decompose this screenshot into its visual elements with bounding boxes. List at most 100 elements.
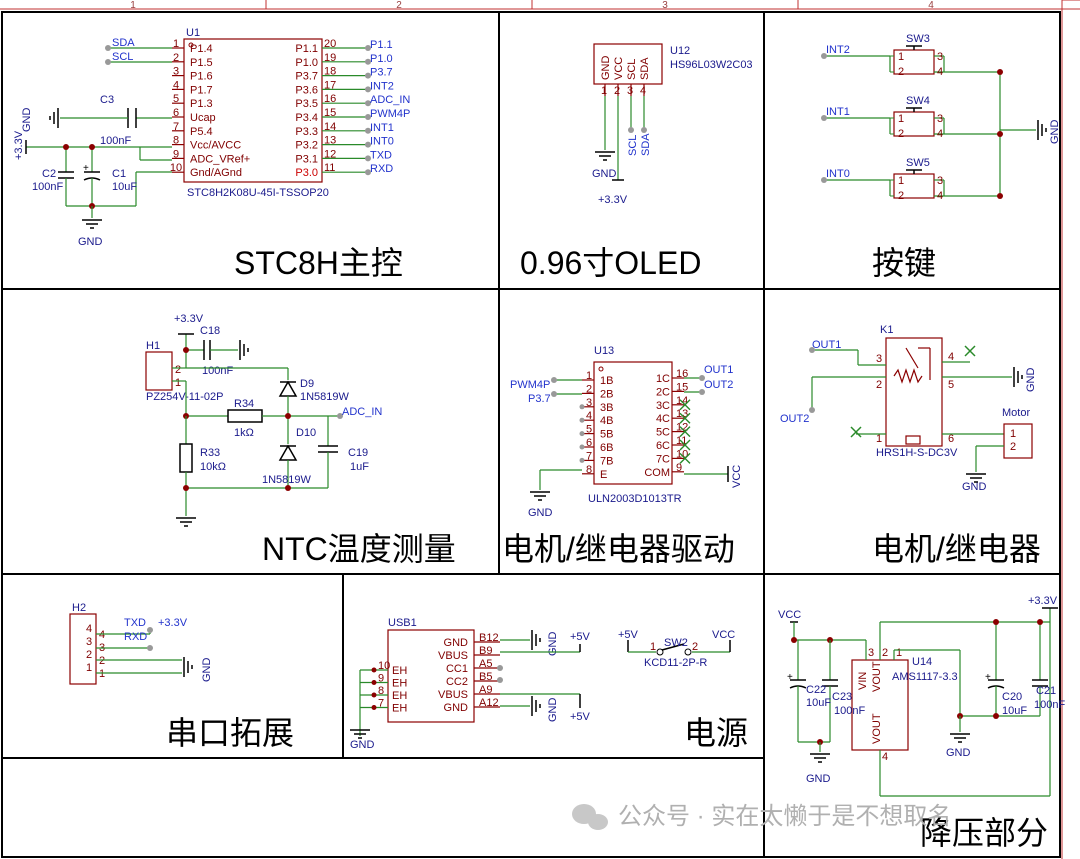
- usb-pin-name: EH: [392, 690, 407, 702]
- c21-value: 100nF: [1034, 699, 1065, 711]
- key-ref: SW5: [906, 157, 930, 169]
- d10-ref: D10: [296, 427, 316, 439]
- uart-pin-2: 2: [86, 649, 92, 661]
- relay-pin-3: 3: [876, 353, 882, 365]
- mcu-pin-name: P1.6: [190, 71, 213, 83]
- relay-part: HRS1H-S-DC3V: [876, 447, 958, 459]
- mcu-net-label: RXD: [370, 163, 393, 175]
- uart-block: H2 4 3 2 1 4 3 2 1 TXD +3.3V RXD GND 串口拓…: [69, 602, 294, 751]
- oled-part: HS96L03W2C03: [670, 59, 753, 71]
- c19-ref: C19: [348, 447, 368, 459]
- c18-value: 100nF: [202, 365, 233, 377]
- mcu-pin-name: Ucap: [190, 112, 216, 124]
- driver-pin-num: 9: [676, 462, 682, 474]
- driver-gnd-label: GND: [528, 507, 553, 519]
- mcu-pin-num: 11: [324, 162, 335, 174]
- mcu-net-label: SCL: [112, 51, 133, 63]
- relay-ref: K1: [880, 324, 893, 336]
- usb-pin-num: A12: [479, 697, 499, 709]
- driver-pin-name: COM: [644, 467, 670, 479]
- oled-block-title: 0.96寸OLED: [520, 245, 701, 281]
- usb-pin-num: B12: [479, 632, 499, 644]
- usb-pin-name: CC1: [446, 663, 468, 675]
- driver-pin-name: 4B: [600, 415, 613, 427]
- ldo-supply-label: +3.3V: [1028, 595, 1058, 607]
- driver-pin-num: 5: [586, 424, 592, 436]
- driver-pin-num: 7: [586, 450, 592, 462]
- mcu-c3-gnd-label: GND: [21, 108, 33, 133]
- mcu-pin-name: P3.5: [295, 98, 318, 110]
- mcu-pin-name: Vcc/AVCC: [190, 140, 241, 152]
- driver-pin-num: 2: [586, 383, 592, 395]
- mcu-pin-name: Gnd/AGnd: [190, 167, 242, 179]
- oled-pin-num: 3: [627, 85, 633, 97]
- uart-pin-1: 1: [86, 662, 92, 674]
- uart-block-title: 串口拓展: [166, 715, 294, 751]
- usb-pin-name: GND: [444, 637, 469, 649]
- sw2-vcc-label: VCC: [712, 629, 735, 641]
- usb-pin-name: GND: [444, 702, 469, 714]
- usb-ref: USB1: [388, 617, 417, 629]
- relay-net-out1: OUT1: [812, 339, 841, 351]
- mcu-pin-num: 1: [173, 38, 179, 50]
- mcu-pin-name: P3.0: [295, 167, 318, 179]
- mcu-pin-num: 18: [324, 66, 336, 78]
- usb-pin-name: VBUS: [438, 650, 468, 662]
- uart-pin-4: 4: [86, 623, 92, 635]
- relay-block-title: 电机/继电器: [872, 531, 1041, 567]
- svg-text:4: 4: [99, 629, 105, 641]
- mcu-gnd-label: GND: [78, 236, 103, 248]
- usb-pin-name: VBUS: [438, 689, 468, 701]
- driver-pin-name: 4C: [656, 413, 670, 425]
- mcu-pin-num: 5: [173, 93, 179, 105]
- mcu-pin-num: 10: [170, 162, 182, 174]
- ruler-label-4: 4: [928, 0, 934, 11]
- c1-value: 10uF: [112, 181, 137, 193]
- relay-pin-1: 1: [876, 433, 882, 445]
- svg-text:+: +: [787, 672, 793, 683]
- mcu-supply-label: +3.3V: [13, 130, 25, 160]
- wechat-icon: [572, 804, 608, 830]
- relay-gnd-label-2: GND: [962, 481, 987, 493]
- motor-pin-2: 2: [1010, 441, 1016, 453]
- mcu-pin-name: P3.3: [295, 126, 318, 138]
- mcu-net-label: INT2: [370, 80, 394, 92]
- mcu-pin-num: 17: [324, 79, 336, 91]
- usb-pin-num: 10: [378, 660, 390, 672]
- driver-net-pwm: PWM4P: [510, 379, 550, 391]
- usb-pin-name: EH: [392, 665, 407, 677]
- svg-text:1: 1: [99, 668, 105, 680]
- oled-pin-num: 1: [601, 85, 607, 97]
- mcu-net-label: TXD: [370, 149, 392, 161]
- keys-block-title: 按键: [872, 245, 936, 281]
- c1-ref: C1: [112, 168, 126, 180]
- ldo-pin-vin: VIN: [857, 672, 869, 690]
- driver-pin-num: 16: [676, 368, 688, 380]
- driver-pin-num: 4: [586, 410, 592, 422]
- h1-part: PZ254V-11-02P: [146, 391, 223, 403]
- relay-gnd-label-1: GND: [1025, 368, 1037, 393]
- usb-gnd-label: GND: [350, 739, 375, 751]
- uart-net-rxd: RXD: [124, 631, 147, 643]
- mcu-pin-name: P3.7: [295, 71, 318, 83]
- ntc-supply-label: +3.3V: [174, 313, 204, 325]
- power-block-title: 电源: [684, 715, 748, 751]
- usb-pin-num: A9: [479, 684, 492, 696]
- mcu-pin-num: 4: [173, 79, 179, 91]
- mcu-net-label: PWM4P: [370, 108, 410, 120]
- driver-ref: U13: [594, 345, 614, 357]
- mcu-pin-name: P3.1: [295, 153, 318, 165]
- c18-ref: C18: [200, 325, 220, 337]
- key-pin-2: 2: [898, 128, 904, 140]
- d9-ref: D9: [300, 378, 314, 390]
- usb-pin-name: EH: [392, 678, 407, 690]
- svg-text:2: 2: [175, 364, 181, 376]
- usb-gnd-a12-label: GND: [547, 698, 559, 723]
- ntc-block-title: NTC温度测量: [262, 531, 456, 567]
- key-pin-2: 2: [898, 66, 904, 78]
- mcu-pin-num: 16: [324, 93, 336, 105]
- key-pin-4: 4: [937, 128, 943, 140]
- driver-pin-num: 1: [586, 370, 592, 382]
